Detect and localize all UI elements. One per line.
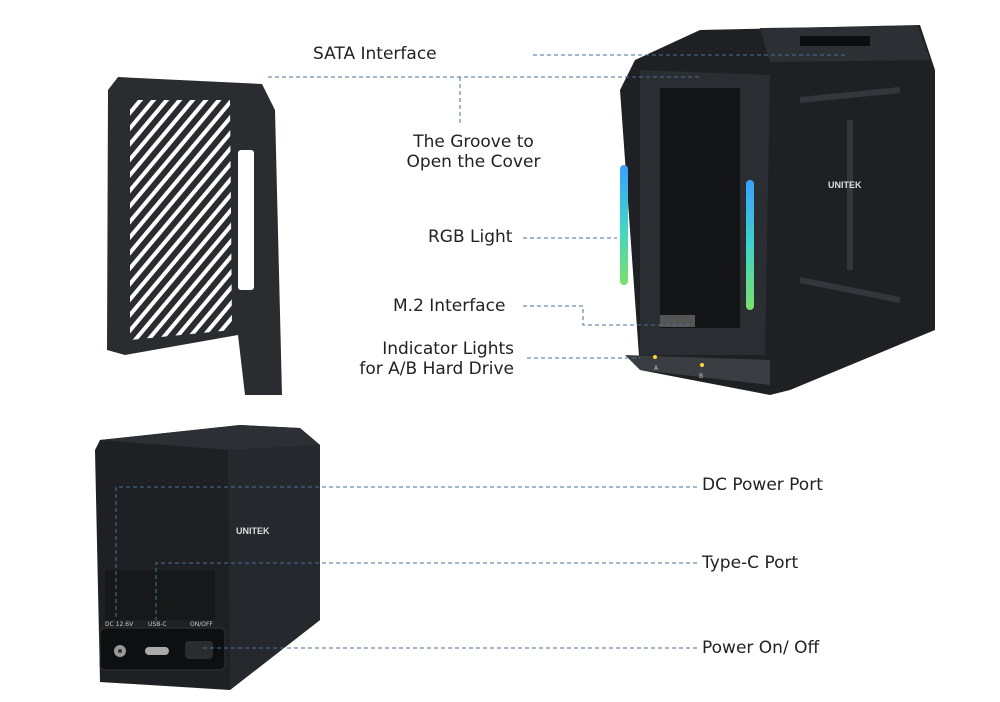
callout-groove-line2: Open the Cover <box>406 152 541 172</box>
led-label-b: B <box>699 373 704 380</box>
callout-sata-interface: SATA Interface <box>313 44 437 64</box>
docking-station-front <box>620 25 935 395</box>
callout-indicator-line1: Indicator Lights <box>382 339 514 359</box>
callout-type-c-port: Type-C Port <box>702 553 799 573</box>
callout-groove: The Groove to Open the Cover <box>396 132 551 172</box>
callout-m2-interface: M.2 Interface <box>393 296 506 316</box>
leader-line-m2 <box>523 305 690 326</box>
port-label-usbc: USB-C <box>148 621 167 628</box>
callout-groove-line1: The Groove to <box>413 132 534 152</box>
callout-rgb-light: RGB Light <box>428 227 513 247</box>
callout-dc-power-port: DC Power Port <box>702 475 823 495</box>
brand-logo-back: UNITEK <box>236 526 270 536</box>
callout-indicator-line2: for A/B Hard Drive <box>359 359 514 379</box>
docking-station-back <box>95 425 320 690</box>
led-label-a: A <box>654 365 659 372</box>
brand-logo: UNITEK <box>828 180 862 190</box>
port-label-dc: DC 12.6V <box>105 621 134 628</box>
leader-line-groove <box>268 76 700 125</box>
leader-line-typec <box>155 562 697 620</box>
callout-power-switch: Power On/ Off <box>702 638 820 658</box>
callout-indicator-lights: Indicator Lights for A/B Hard Drive <box>330 339 514 379</box>
leader-line-dc <box>115 486 697 620</box>
port-label-switch: ON/OFF <box>190 621 213 628</box>
removable-cover <box>107 77 282 395</box>
